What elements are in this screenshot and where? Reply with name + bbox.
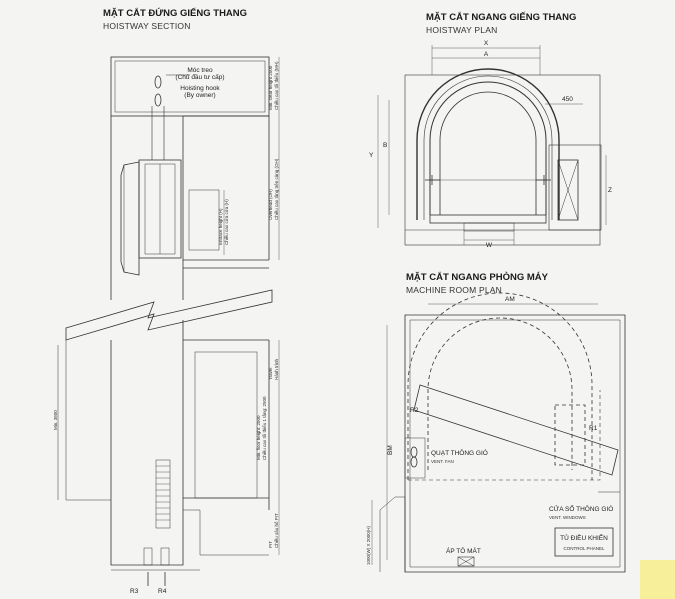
hook-label-en: Hoisting hook [180,85,220,92]
break-line [65,289,273,341]
counterweight-stack [155,459,171,529]
hoistway-plan: MẶT CẮT NGANG GIẾNG THANG HOISTWAY PLAN … [369,12,612,249]
fan-label-vn: QUẠT THÔNG GIÓ [431,448,488,457]
hook-label-en2: (By owner) [184,92,215,99]
entrance-en: Entrace height (H) [218,208,223,245]
counterweight-shoe [120,161,140,276]
clear-height-en: Min. clear height 2500 [268,65,273,110]
plan-outer-wall [404,74,601,246]
landing-sill [463,222,515,232]
hoistway-dashed-inner [427,317,573,470]
travel-vn: Hành trình [274,358,279,380]
left-building-outline [65,340,111,501]
plan-subtitle: HOISTWAY PLAN [426,25,497,35]
pit-vn: Chiều sâu hố PIT [274,513,279,548]
buffer-left [143,547,153,566]
car-inner-arch [429,81,547,215]
machine-room-wall [404,314,626,573]
hoistway-dashed-base [408,390,601,481]
overhead-en: Overhead (OH) [268,189,273,220]
hook-label-vn: Móc treo [187,67,213,74]
counterweight [557,159,579,221]
label-z: Z [608,187,612,194]
label-r2: R2 [410,407,419,414]
hook-pulley-icon [154,93,162,107]
label-a: A [484,51,489,58]
hoisting-hook-icon [154,75,162,89]
pit-side [183,509,269,556]
machine-beam [413,384,619,476]
travel-en: Travel [268,368,273,380]
entrance-vn: Chiều cao cửa cửa (H) [223,199,229,245]
min-height-label: Min. 3600 [53,410,58,430]
car-cabin-arch [439,91,537,215]
label-b: B [383,142,387,149]
door-opening [379,496,396,572]
fan-icon [410,446,418,458]
pit-outline [110,510,184,566]
floor-height-en: Min. floor height: 2500 [256,415,261,460]
control-panel [554,527,614,557]
breaker-label: ÁP TÔ MÁT [446,546,481,555]
sticky-note [640,560,675,599]
label-r1: R1 [589,425,598,432]
floor-height-vn: Chiều cao tối thiểu 1 tầng: 2500 [261,396,267,460]
plan-title: MẶT CẮT NGANG GIẾNG THANG [426,12,576,23]
fan-icon-lower [410,456,418,468]
car-sill [429,214,547,224]
panel-label-en: CONTROL PHANEL [563,546,605,551]
fan-bay [404,437,426,479]
cwt-zone [548,144,602,231]
cwt-dashed [554,404,586,466]
r3-label: R3 [130,588,139,595]
cwt-cross-2 [557,159,579,221]
window-label-vn: CỬA SỔ THÔNG GIÓ [549,504,613,513]
machine-room-plan: MẶT CẮT NGANG PHÒNG MÁY MACHINE ROOM PLA… [366,271,626,573]
machine-room-inner [114,60,266,113]
hoistway-dashed-outer [407,292,593,480]
breaker-box [457,556,475,567]
label-450: 450 [562,96,573,103]
section-subtitle: HOISTWAY SECTION [103,21,191,31]
landing-door-bottom [194,351,258,499]
car-mid-arch [423,75,553,220]
landing-door-top [188,189,220,251]
hoistway-section: MẶT CẮT ĐỨNG GIẾNG THANG HOISTWAY SECTIO… [53,7,280,595]
panel-label-vn: TỦ ĐIỀU KHIỂN [560,532,608,542]
machine-room-inner-wall [409,319,621,568]
fan-label-en: VENT. FAN [431,459,454,464]
pit-en: PIT [268,541,273,548]
hook-label-vn2: (Chủ đầu tư cấp) [175,72,224,81]
label-y: Y [369,152,374,159]
label-x: X [484,40,489,47]
door-recess [395,496,406,572]
label-am: AM [505,296,515,303]
window-label-en: VENT. WINDOWS [549,515,586,520]
section-title: MẶT CẮT ĐỨNG GIẾNG THANG [103,7,247,19]
buffer-right [160,547,170,566]
label-bm: BM [387,445,394,455]
machine-subtitle: MACHINE ROOM PLAN [406,285,502,295]
car-outer-arch [416,68,560,220]
breaker-cross-2 [457,556,475,567]
counterweight-stripes [156,465,170,521]
label-w: W [486,242,493,249]
door-dim-label: 1000(W) X 2000(H) [366,525,371,565]
r4-label: R4 [158,588,167,595]
clear-height-vn: Chiều cao tối thiểu (MH) [273,61,279,110]
overhead-vn: Chiều cao tầng trên cùng (OH) [274,158,279,220]
machine-title: MẶT CẮT NGANG PHÒNG MÁY [406,271,549,283]
